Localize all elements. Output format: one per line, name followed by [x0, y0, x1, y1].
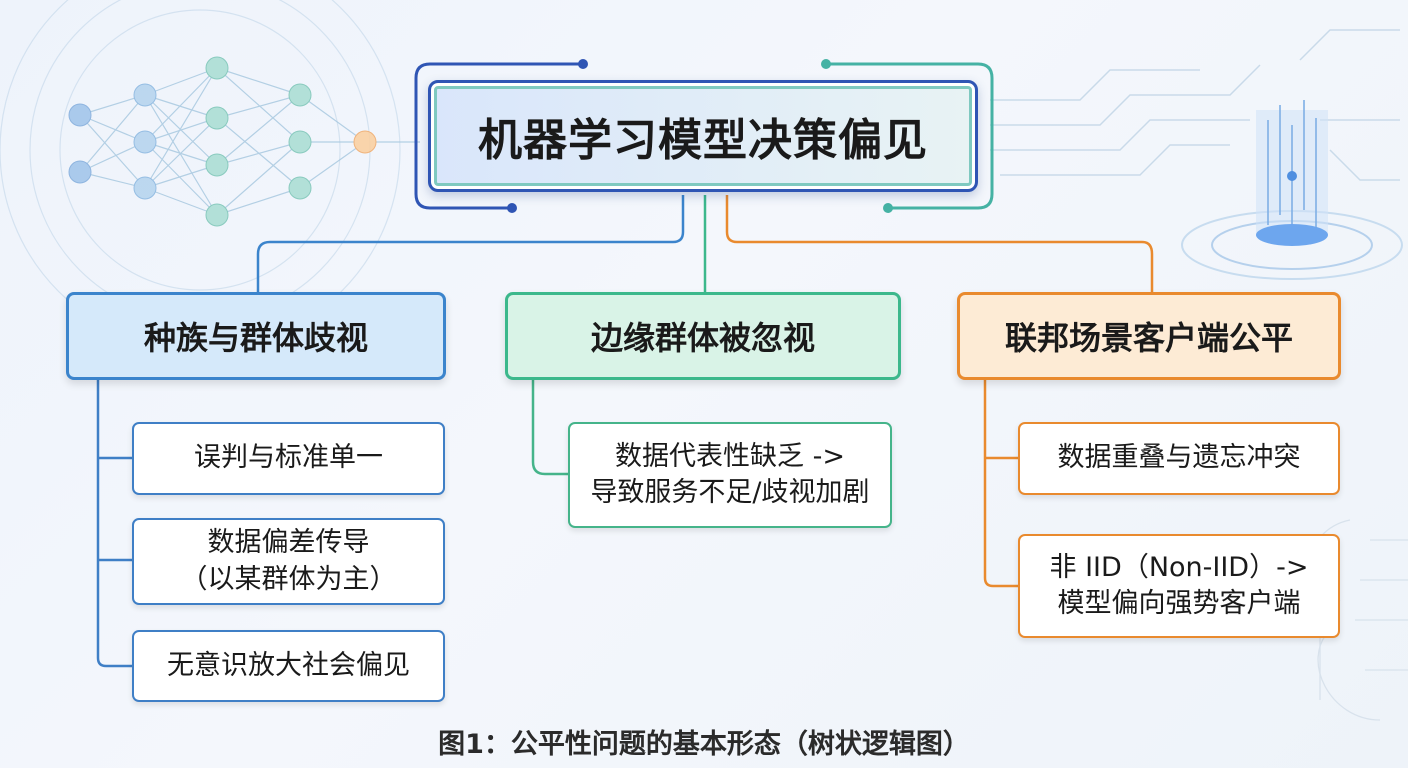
neural-network-icon: [68, 56, 420, 227]
root-frame-dots: [507, 59, 893, 213]
root-node: 机器学习模型决策偏见: [428, 80, 978, 192]
category-node-federated-fairness: 联邦场景客户端公平: [957, 292, 1341, 380]
leaf-node: 数据代表性缺乏 -> 导致服务不足/歧视加剧: [568, 422, 892, 528]
circuit-traces: [990, 29, 1400, 181]
leaf-text-line: 非 IID（Non-IID）->: [1049, 551, 1309, 583]
leaf-text-line: 数据代表性缺乏 ->: [615, 440, 845, 472]
leaf-node: 非 IID（Non-IID）-> 模型偏向强势客户端: [1018, 534, 1340, 638]
leaf-text-line: 数据重叠与遗忘冲突: [1057, 442, 1301, 474]
category-label: 边缘群体被忽视: [590, 319, 815, 357]
leaf-node: 数据偏差传导 （以某群体为主）: [132, 518, 445, 605]
leaf-connectors: [96, 380, 1018, 668]
leaf-node: 数据重叠与遗忘冲突: [1018, 422, 1340, 495]
leaf-node: 误判与标准单一: [132, 422, 445, 495]
root-label: 机器学习模型决策偏见: [478, 115, 928, 166]
root-connectors: [256, 195, 1154, 292]
leaf-text-line: 无意识放大社会偏见: [167, 649, 410, 681]
leaf-text-line: 数据偏差传导: [207, 527, 370, 559]
category-label: 种族与群体歧视: [143, 319, 368, 357]
figure-caption: 图1：公平性问题的基本形态（树状逻辑图）: [438, 729, 970, 760]
category-label: 联邦场景客户端公平: [1004, 319, 1293, 357]
leaf-text-line: 误判与标准单一: [194, 442, 383, 474]
category-node-marginalized-groups: 边缘群体被忽视: [505, 292, 901, 380]
leaf-text-line: （以某群体为主）: [180, 563, 397, 595]
category-node-racial-discrimination: 种族与群体歧视: [66, 292, 446, 380]
data-cylinder-icon: [1181, 100, 1403, 280]
leaf-text-line: 模型偏向强势客户端: [1057, 588, 1301, 619]
root-frame-decor: [414, 62, 994, 210]
leaf-node: 无意识放大社会偏见: [132, 630, 445, 702]
leaf-text-line: 导致服务不足/歧视加剧: [590, 477, 870, 508]
